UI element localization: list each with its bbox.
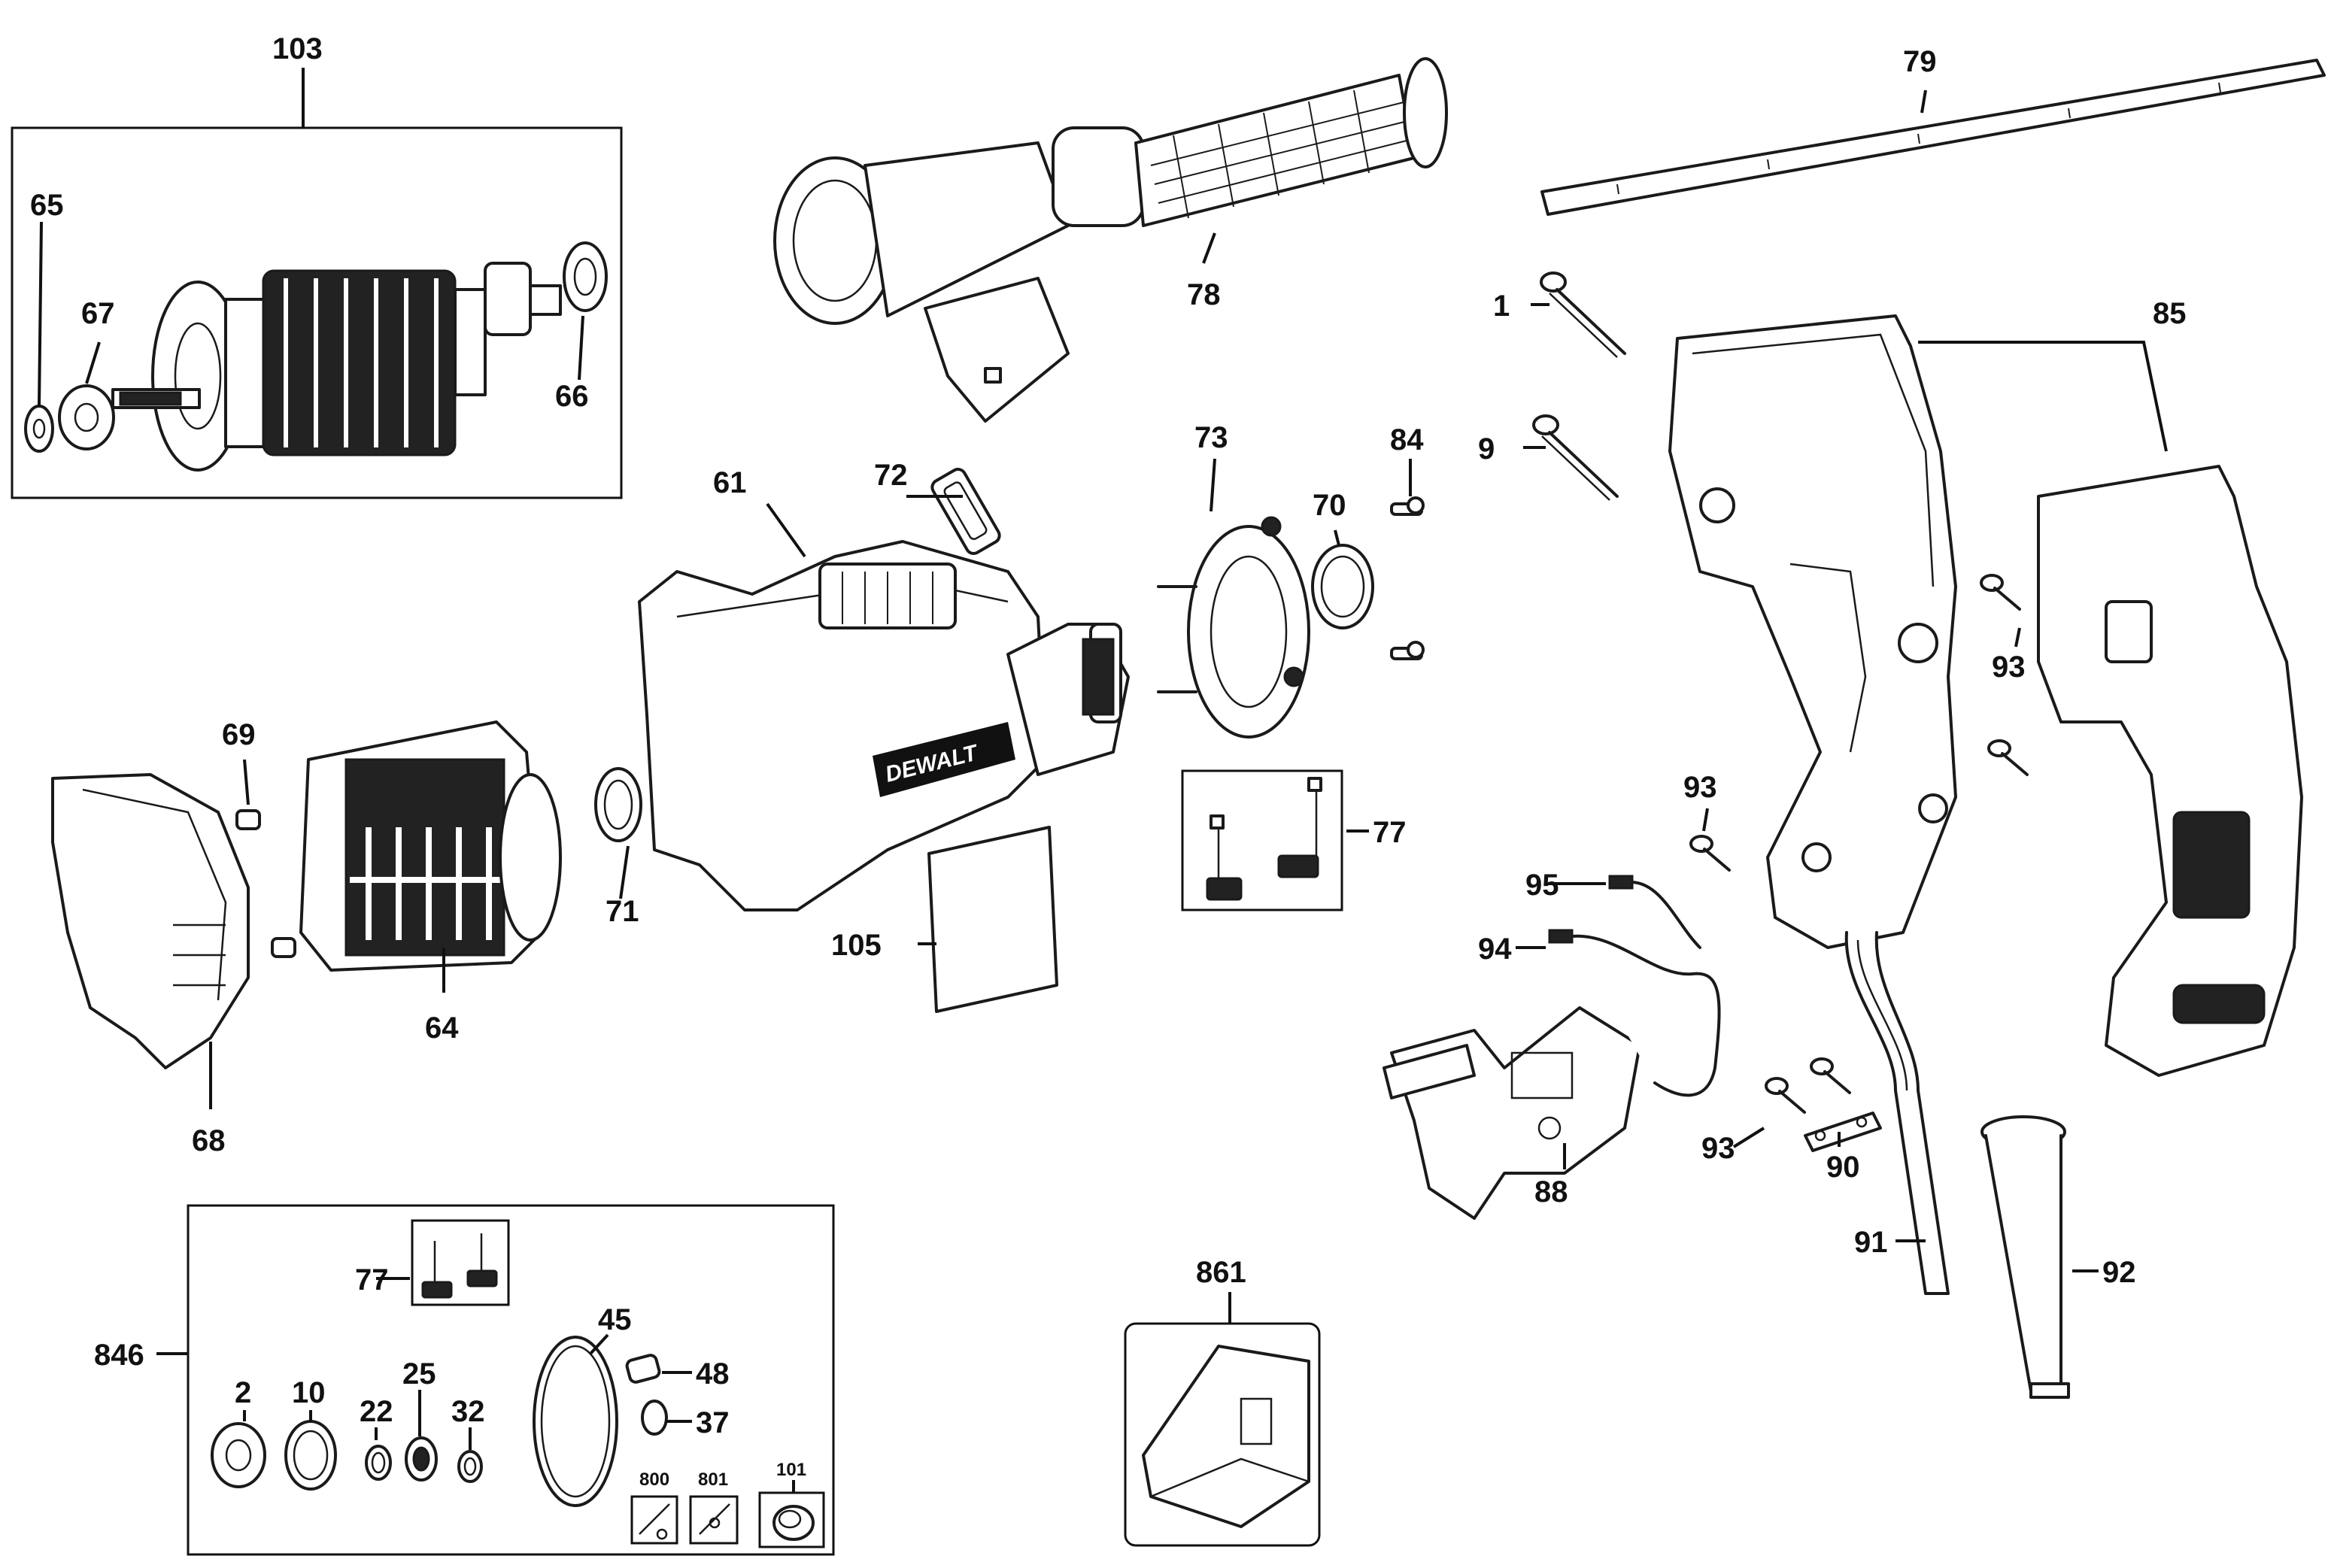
brush-holder-73 bbox=[1157, 516, 1310, 739]
part-label-67: 67 bbox=[81, 297, 115, 330]
gear-case-housing: DEWALT bbox=[638, 540, 1130, 911]
spring-clip-72 bbox=[930, 468, 1001, 555]
service-kit-box bbox=[156, 1204, 835, 1556]
field-stator bbox=[299, 720, 562, 972]
part-label-72: 72 bbox=[874, 459, 908, 492]
armature-assembly bbox=[111, 262, 562, 472]
armature-kit-box bbox=[11, 68, 623, 499]
screw-84-a bbox=[1390, 496, 1425, 516]
part-label-103: 103 bbox=[272, 32, 323, 65]
screw-9 bbox=[1532, 414, 1619, 501]
part-label-64: 64 bbox=[425, 1011, 459, 1045]
part-label-84: 84 bbox=[1390, 423, 1424, 456]
part-label-69: 69 bbox=[222, 718, 256, 751]
part-label-93-c: 93 bbox=[1701, 1132, 1735, 1165]
wire-95 bbox=[1608, 875, 1701, 949]
dewalt-logo: DEWALT bbox=[873, 722, 1015, 797]
seal-71 bbox=[594, 767, 642, 842]
washer-65 bbox=[24, 405, 54, 453]
wire-94 bbox=[1548, 929, 1721, 1097]
screw-93-d bbox=[1765, 1057, 1851, 1114]
depth-rod bbox=[1540, 59, 2326, 216]
screw-1 bbox=[1540, 271, 1626, 358]
part-label-90: 90 bbox=[1826, 1151, 1860, 1184]
part-label-66: 66 bbox=[555, 380, 589, 413]
part-label-94: 94 bbox=[1478, 933, 1512, 966]
part-label-85: 85 bbox=[2153, 297, 2187, 330]
part-label-846: 846 bbox=[94, 1339, 144, 1372]
housing-right bbox=[2037, 465, 2303, 1077]
part-label-61: 61 bbox=[713, 466, 747, 499]
part-label-95: 95 bbox=[1525, 869, 1559, 902]
screw-84-b bbox=[1390, 641, 1425, 660]
part-label-78: 78 bbox=[1187, 278, 1221, 311]
part-label-92: 92 bbox=[2102, 1256, 2136, 1289]
kit-part-25 bbox=[405, 1436, 438, 1482]
part-label-93-a: 93 bbox=[1992, 651, 2026, 684]
kit-part-801 bbox=[689, 1495, 739, 1545]
part-label-73: 73 bbox=[1194, 421, 1228, 454]
part-label-79: 79 bbox=[1903, 45, 1937, 78]
part-label-1: 1 bbox=[1493, 290, 1510, 323]
baffle-69 bbox=[235, 809, 296, 958]
part-label-45: 45 bbox=[598, 1303, 632, 1336]
part-label-105: 105 bbox=[831, 929, 882, 962]
cord-clamp bbox=[1804, 1112, 1882, 1152]
part-label-861: 861 bbox=[1196, 1256, 1246, 1289]
part-label-22: 22 bbox=[360, 1395, 393, 1428]
screw-93-a bbox=[1980, 574, 2021, 611]
part-label-2: 2 bbox=[235, 1376, 251, 1409]
kit-part-10 bbox=[284, 1420, 337, 1491]
kit-part-22 bbox=[365, 1445, 392, 1481]
part-number-labels: 103 65 67 66 78 79 1 9 85 72 61 73 70 84… bbox=[30, 32, 2187, 1490]
part-label-48: 48 bbox=[696, 1357, 730, 1391]
part-label-101: 101 bbox=[776, 1460, 806, 1480]
carry-case bbox=[1124, 1322, 1321, 1547]
part-label-68: 68 bbox=[192, 1124, 226, 1157]
part-label-70: 70 bbox=[1313, 489, 1346, 522]
power-cord bbox=[1844, 931, 1950, 1295]
part-label-93-b: 93 bbox=[1683, 771, 1717, 804]
kit-part-32 bbox=[457, 1450, 483, 1483]
kit-part-800 bbox=[630, 1495, 678, 1545]
bearing-66 bbox=[563, 241, 608, 312]
part-label-65: 65 bbox=[30, 189, 64, 222]
part-label-10: 10 bbox=[292, 1376, 326, 1409]
leader-lines bbox=[38, 89, 2168, 1493]
screw-93-b bbox=[1987, 739, 2029, 776]
screw-93-c bbox=[1689, 835, 1731, 872]
part-label-88: 88 bbox=[1534, 1175, 1568, 1209]
part-label-800: 800 bbox=[639, 1469, 669, 1490]
kit-o-ring-45 bbox=[533, 1336, 618, 1507]
part-label-9: 9 bbox=[1478, 432, 1495, 466]
side-handle bbox=[773, 57, 1448, 423]
cord-protector bbox=[1980, 1115, 2070, 1399]
kit-brush-box bbox=[411, 1219, 510, 1306]
carbon-brush-set bbox=[1181, 769, 1343, 911]
motor-housing-68 bbox=[51, 773, 250, 1069]
kit-part-48 bbox=[625, 1354, 661, 1384]
part-label-77-a: 77 bbox=[1373, 816, 1407, 849]
bearing-67 bbox=[58, 384, 115, 450]
trigger-switch bbox=[1383, 1006, 1641, 1220]
kit-part-37 bbox=[641, 1400, 668, 1436]
part-label-37: 37 bbox=[696, 1406, 730, 1439]
housing-left bbox=[1668, 314, 1957, 949]
part-label-71: 71 bbox=[606, 895, 639, 928]
part-label-91: 91 bbox=[1854, 1226, 1888, 1259]
part-label-25: 25 bbox=[402, 1357, 436, 1391]
kit-part-101 bbox=[758, 1491, 825, 1548]
part-label-32: 32 bbox=[451, 1395, 485, 1428]
label-plate bbox=[927, 826, 1058, 1013]
kit-part-2 bbox=[211, 1422, 266, 1488]
bearing-70 bbox=[1311, 544, 1374, 629]
part-label-801: 801 bbox=[698, 1469, 728, 1490]
part-label-77-b: 77 bbox=[355, 1263, 389, 1297]
